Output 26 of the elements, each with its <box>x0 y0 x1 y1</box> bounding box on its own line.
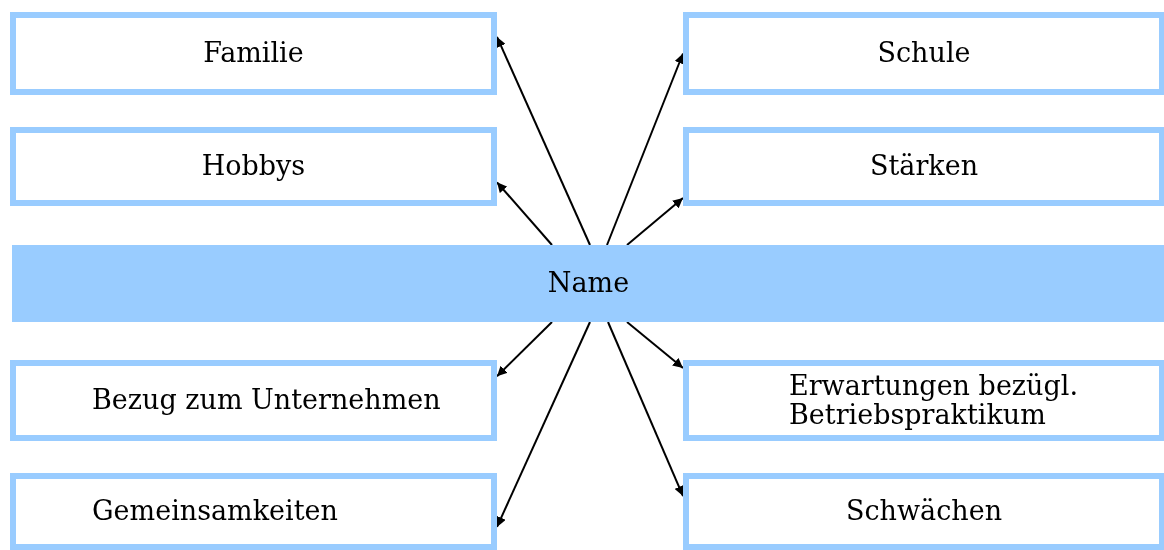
topic-box <box>10 360 497 441</box>
topic-box <box>683 473 1164 550</box>
topic-label: Schwächen <box>845 497 1003 526</box>
topic-box <box>10 127 497 206</box>
topic-label: Hobbys <box>201 152 306 181</box>
topic-label: Schule <box>877 39 971 68</box>
topic-label: Stärken <box>869 152 979 181</box>
arrow <box>496 321 553 378</box>
topic-label: Gemeinsamkeiten <box>92 497 338 526</box>
topic-box <box>683 127 1164 206</box>
topic-box <box>10 12 497 95</box>
topic-box <box>683 360 1164 441</box>
topic-label: Bezug zum Unternehmen <box>92 386 441 415</box>
topic-box <box>10 473 497 550</box>
arrow <box>496 181 553 246</box>
topic-box <box>683 12 1164 95</box>
arrow <box>626 321 684 370</box>
topic-label: Erwartungen bezügl. Betriebspraktikum <box>789 372 1079 429</box>
arrow <box>496 35 591 246</box>
arrow <box>606 52 684 246</box>
name-band <box>12 245 1164 322</box>
topic-label: Name <box>547 269 630 298</box>
arrow <box>626 197 684 246</box>
arrow <box>607 321 684 498</box>
topic-label: Familie <box>203 39 304 68</box>
arrow <box>496 321 591 528</box>
